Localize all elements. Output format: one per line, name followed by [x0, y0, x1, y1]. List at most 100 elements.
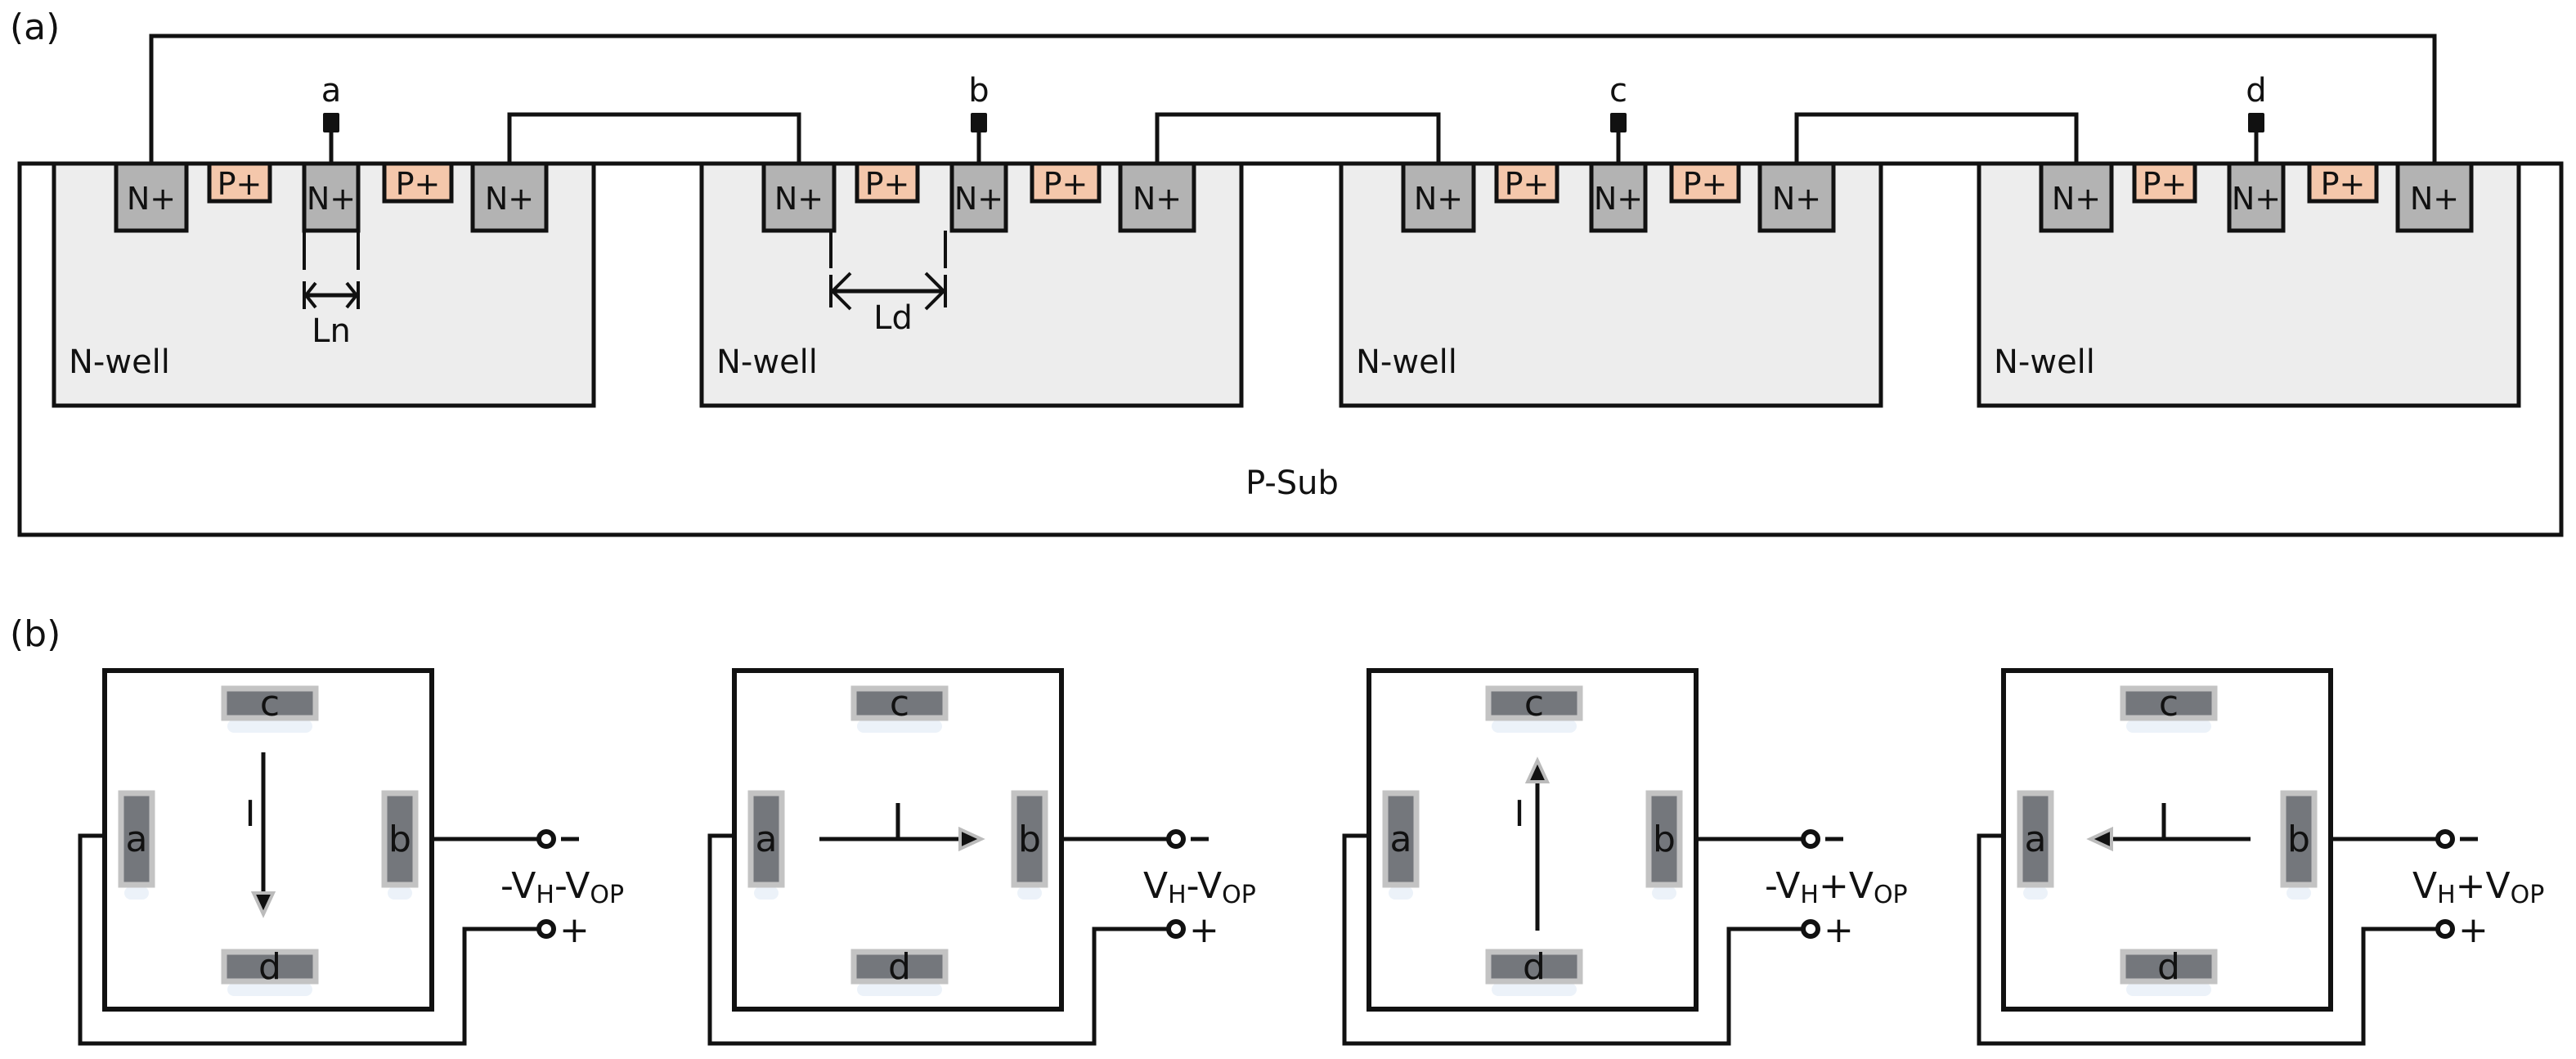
p-plus-contact — [1669, 161, 1741, 204]
pad-label-d: d — [888, 946, 911, 988]
p-plus-label: P+ — [1683, 166, 1728, 202]
current-arrowhead-icon — [2086, 826, 2113, 852]
voltage-label: VH+VOP — [2412, 865, 2544, 909]
pad-label-c: c — [1524, 683, 1544, 725]
n-plus-label: N+ — [954, 181, 1003, 217]
current-arrowhead-icon — [250, 891, 276, 918]
p-plus-label: P+ — [2143, 166, 2188, 202]
p-plus-label: P+ — [865, 166, 910, 202]
n-plus-label: N+ — [1414, 181, 1463, 217]
voltage-label: -VH-VOP — [500, 865, 624, 909]
n-plus-label: N+ — [1133, 181, 1182, 217]
voltage-label: -VH+VOP — [1765, 865, 1908, 909]
interconnect-wires — [20, 34, 2561, 166]
terminal-label-b: b — [968, 72, 989, 110]
n-well-4: N-well N+ N+ N+ P+ P+ d — [1977, 72, 2521, 408]
plus-terminal-icon[interactable] — [536, 919, 556, 939]
contact-pad-d — [2120, 949, 2218, 985]
n-plus-contact — [114, 161, 189, 233]
current-label-I: I — [1515, 793, 1525, 835]
ln-label: Ln — [312, 312, 351, 350]
n-plus-label: N+ — [127, 181, 176, 217]
contact-pad-a — [118, 790, 155, 888]
n-plus-label: N+ — [2410, 181, 2459, 217]
dimension-ld: Ld — [829, 231, 947, 337]
pad-label-d: d — [1523, 946, 1546, 988]
contact-pad-c — [2120, 685, 2218, 721]
n-well-label: N-well — [1994, 343, 2095, 381]
well-link-wire — [1794, 112, 2079, 164]
n-plus-label: N+ — [774, 181, 824, 217]
contact-pad-b — [2280, 790, 2318, 888]
minus-terminal-icon[interactable] — [1801, 829, 1820, 849]
contact-pad-b — [1645, 790, 1683, 888]
panel-b-label: (b) — [10, 613, 61, 655]
p-sub-label: P-Sub — [1245, 464, 1339, 502]
plus-terminal-icon[interactable] — [1166, 919, 1186, 939]
current-label-I: I — [245, 793, 256, 835]
pad-label-a: a — [126, 819, 148, 860]
pad-label-a: a — [756, 819, 778, 860]
p-plus-label: P+ — [1505, 166, 1550, 202]
n-plus-label: N+ — [2052, 181, 2101, 217]
p-plus-contact — [2132, 161, 2197, 204]
contact-pad-c — [1485, 685, 1583, 721]
terminal-pad-b — [971, 113, 987, 132]
contact-pad-a — [2017, 790, 2054, 888]
contact-pad-a — [1382, 790, 1420, 888]
terminal-pad-a — [323, 113, 339, 132]
ld-label: Ld — [873, 299, 913, 337]
pad-label-a: a — [1390, 819, 1412, 860]
contact-pad-b — [1011, 790, 1048, 888]
n-plus-label: N+ — [2232, 181, 2281, 217]
n-plus-contact — [761, 161, 837, 233]
contact-pad-d — [1485, 949, 1583, 985]
p-plus-label: P+ — [218, 166, 263, 202]
plus-sign: + — [1824, 909, 1854, 951]
pad-label-d: d — [258, 946, 281, 988]
contact-pad-c — [850, 685, 949, 721]
terminal-label-c: c — [1609, 72, 1627, 110]
p-plus-contact — [855, 161, 920, 204]
pad-label-a: a — [2025, 819, 2047, 860]
current-arrowhead-icon — [958, 826, 985, 852]
well-link-wire — [1155, 112, 1441, 164]
well-link-wire — [507, 112, 801, 164]
p-plus-label: P+ — [2321, 166, 2366, 202]
panel-a: (a) P-Sub N-wellN+N+N+P+P+aN-wellN+N+N+P… — [10, 7, 2564, 537]
n-plus-label: N+ — [485, 181, 534, 217]
terminal-pad-c — [1610, 113, 1627, 132]
dimension-ln: Ln — [303, 231, 360, 350]
current-arrowhead-icon — [1524, 756, 1551, 783]
contact-pad-b — [381, 790, 419, 888]
n-plus-label: N+ — [1594, 181, 1643, 217]
minus-terminal-icon[interactable] — [1166, 829, 1186, 849]
contact-pad-c — [221, 685, 319, 721]
plus-terminal-icon[interactable] — [1801, 919, 1820, 939]
pad-label-c: c — [260, 683, 280, 725]
minus-terminal-icon[interactable] — [536, 829, 556, 849]
pad-label-c: c — [890, 683, 909, 725]
wire-to-plus — [707, 833, 1168, 1046]
contact-pad-d — [850, 949, 949, 985]
plus-terminal-icon[interactable] — [2435, 919, 2455, 939]
n-plus-contact — [1589, 161, 1648, 233]
loop-wire — [149, 34, 2437, 164]
minus-terminal-icon[interactable] — [2435, 829, 2455, 849]
plus-sign: + — [1189, 909, 1219, 951]
contact-pad-a — [747, 790, 785, 888]
pad-label-d: d — [2157, 946, 2180, 988]
plus-sign: + — [559, 909, 590, 951]
terminal-label-d: d — [2246, 72, 2266, 110]
wire-to-plus — [1977, 833, 2437, 1046]
panel-a-label: (a) — [10, 7, 60, 48]
